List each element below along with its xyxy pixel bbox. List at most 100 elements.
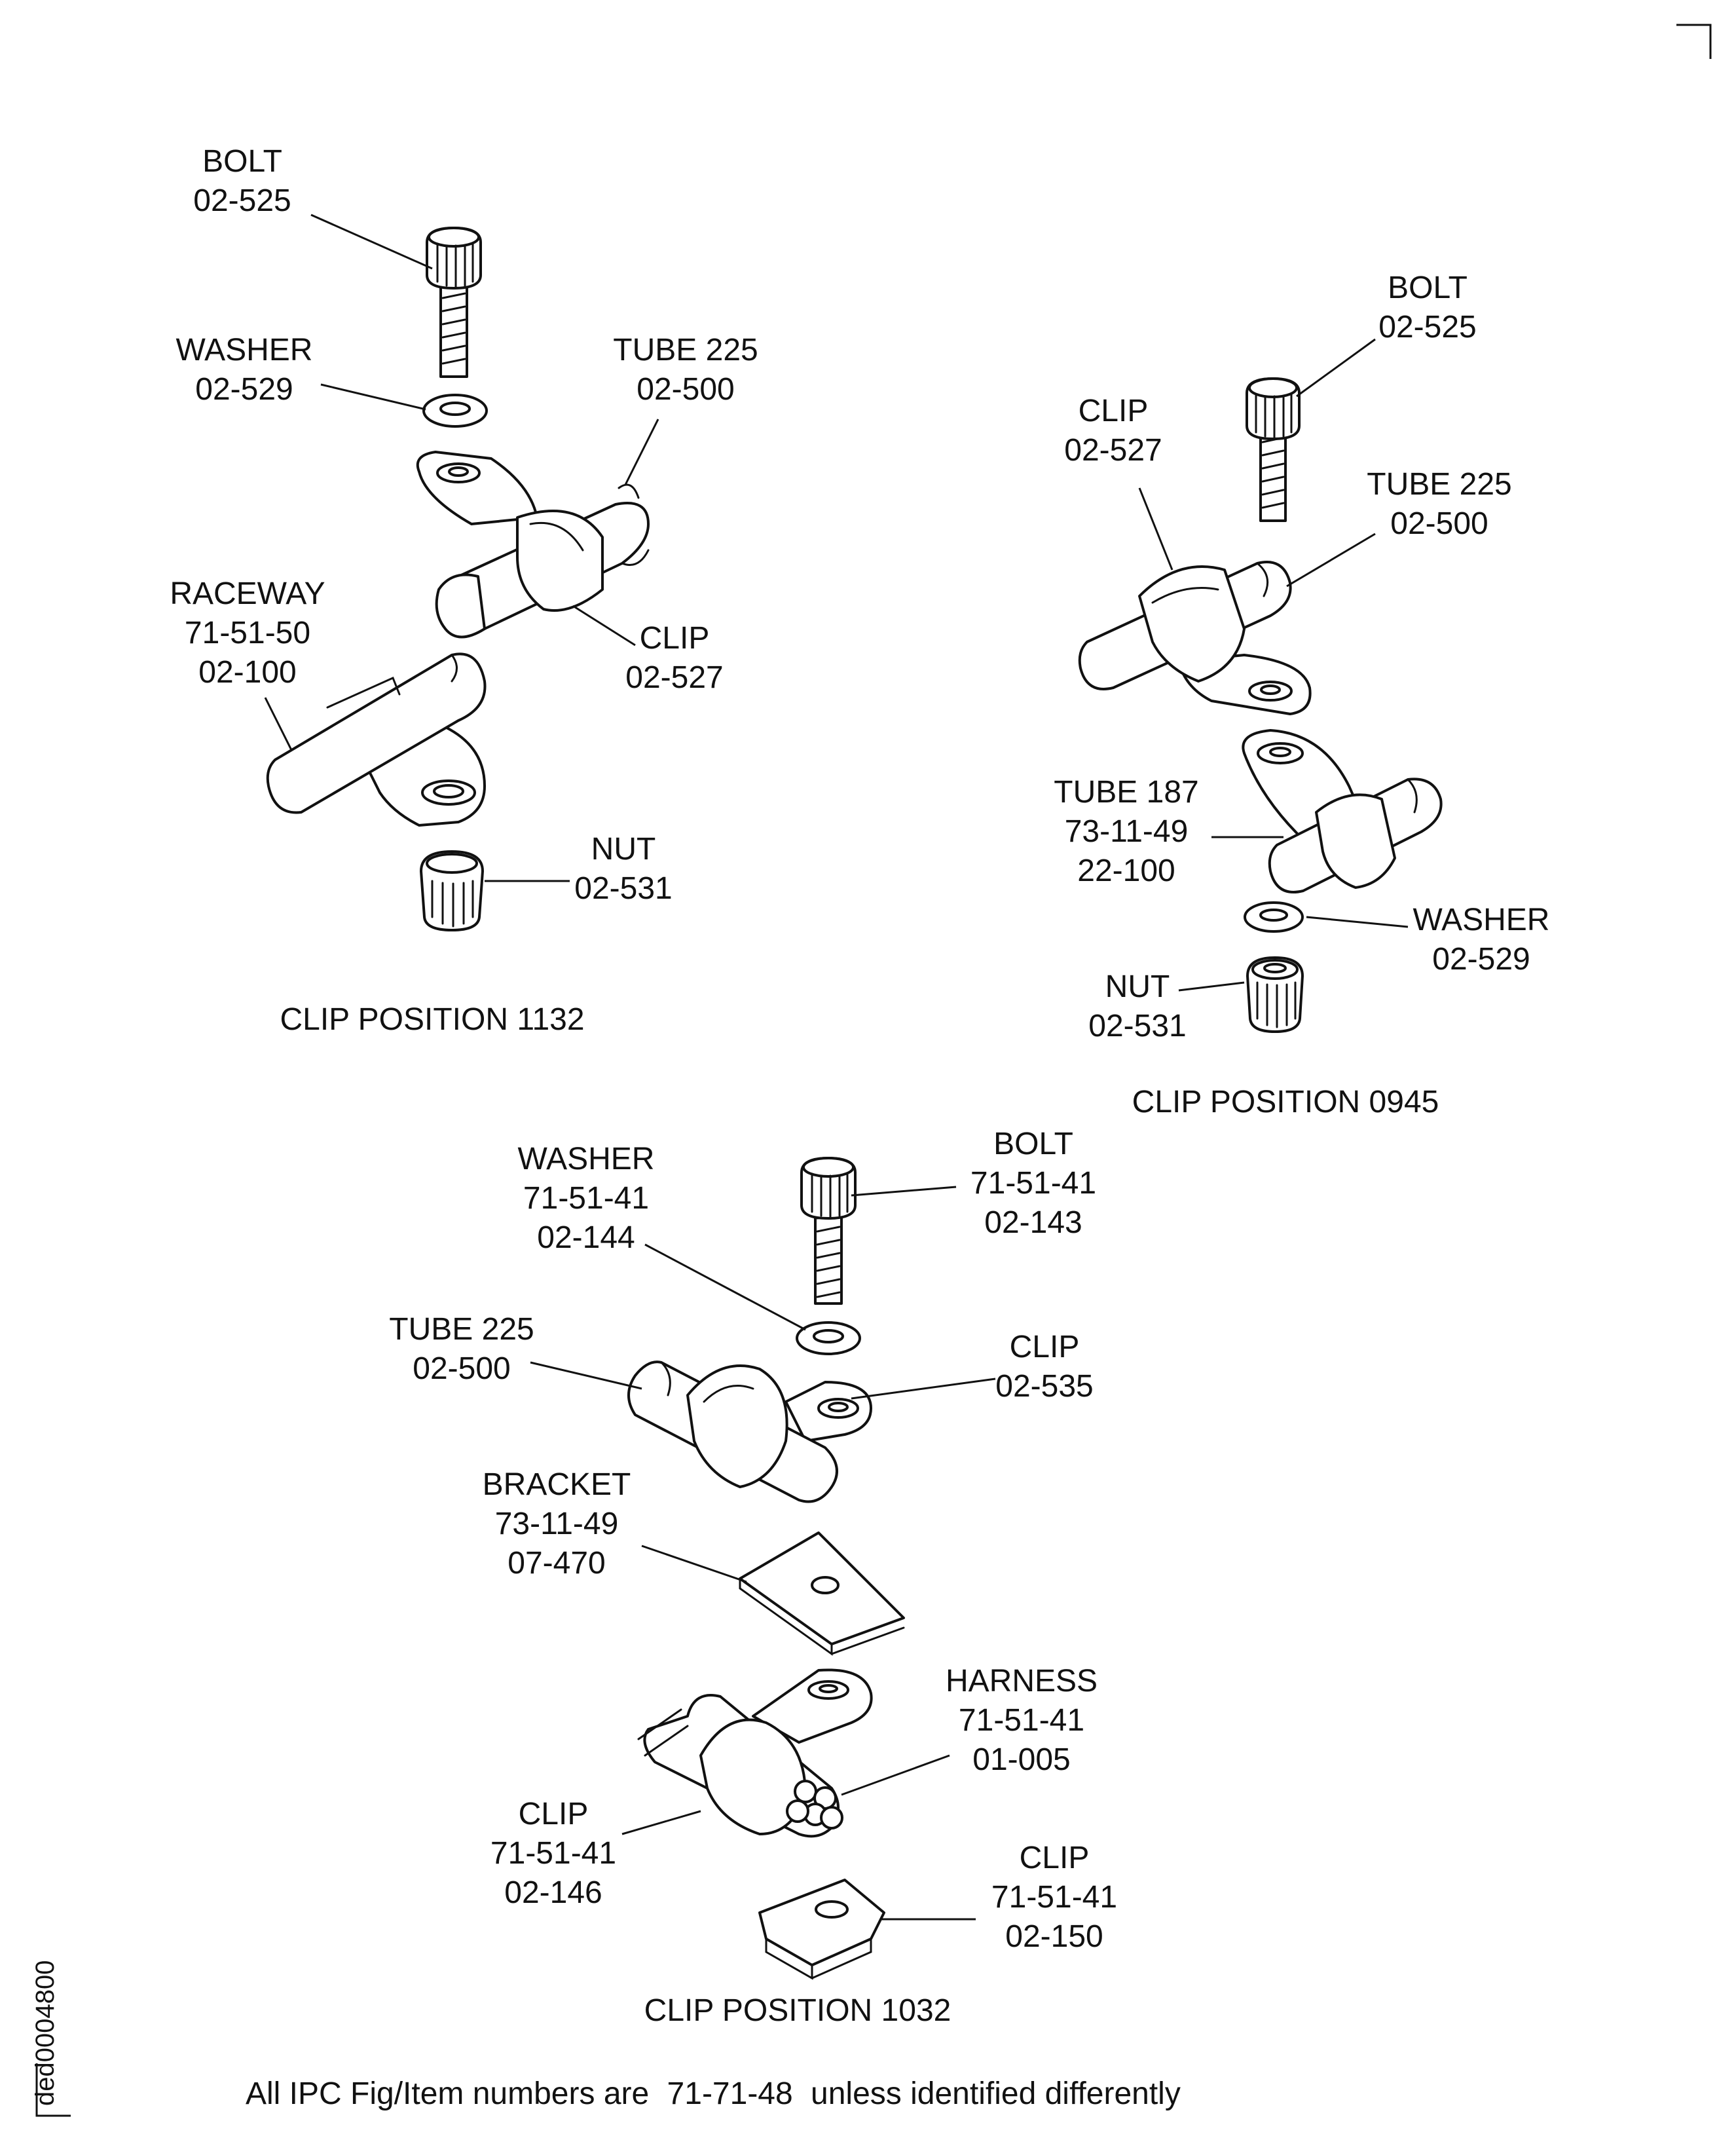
callout-tube225-1032: TUBE 225 02-500 bbox=[389, 1312, 534, 1386]
callout-name: NUT bbox=[591, 832, 656, 867]
callout-tube225-0945: TUBE 225 02-500 bbox=[1367, 467, 1511, 541]
callout-ref: 22-100 bbox=[1077, 853, 1175, 888]
footnote-after: unless identified differently bbox=[811, 2076, 1181, 2111]
raceway-part-1132 bbox=[266, 652, 487, 827]
washer-part-1132 bbox=[422, 394, 488, 428]
callout-name: BOLT bbox=[202, 144, 282, 179]
footnote: All IPC Fig/Item numbers are 71-71-48 un… bbox=[246, 2076, 1181, 2111]
clip-and-tube-part-1032 bbox=[627, 1360, 872, 1503]
clip-position-0945-assembly: BOLT 02-525 CLIP 02-527 TUBE 225 02-500 … bbox=[1054, 271, 1549, 1119]
callout-ref: 71-51-41 bbox=[490, 1836, 616, 1871]
callout-ref: 02-529 bbox=[195, 372, 293, 407]
callout-clip-0945: CLIP 02-527 bbox=[1064, 394, 1162, 468]
page-corner-marks bbox=[35, 24, 1712, 2117]
callout-nut-0945: NUT 02-531 bbox=[1088, 969, 1186, 1043]
leader-lines-1132 bbox=[264, 214, 659, 882]
callout-ref: 07-470 bbox=[508, 1546, 605, 1581]
callout-clip146-1032: CLIP 71-51-41 02-146 bbox=[490, 1797, 616, 1910]
washer-part-0945 bbox=[1244, 901, 1304, 933]
callout-name: CLIP bbox=[1010, 1330, 1080, 1364]
bracket-part-1032 bbox=[739, 1531, 905, 1656]
callout-name: TUBE 225 bbox=[613, 333, 758, 367]
callout-raceway-1132: RACEWAY 71-51-50 02-100 bbox=[170, 576, 325, 690]
callout-name: TUBE 225 bbox=[389, 1312, 534, 1347]
callout-name: BOLT bbox=[1388, 271, 1468, 305]
callout-ref: 01-005 bbox=[972, 1742, 1070, 1777]
clip-and-harness-part-1032 bbox=[637, 1668, 873, 1838]
callout-ref: 02-531 bbox=[1088, 1009, 1186, 1043]
callout-name: WASHER bbox=[176, 333, 313, 367]
callout-washer-1032: WASHER 71-51-41 02-144 bbox=[518, 1142, 655, 1255]
harness-wire-ends bbox=[786, 1780, 843, 1829]
callout-ref: 02-535 bbox=[995, 1369, 1093, 1404]
callout-ref: 73-11-49 bbox=[495, 1507, 619, 1541]
drawing-id: ded0004800 bbox=[31, 1960, 60, 2106]
callout-ref: 02-525 bbox=[193, 183, 291, 218]
callout-washer-0945: WASHER 02-529 bbox=[1413, 903, 1550, 977]
footnote-before: All IPC Fig/Item numbers are bbox=[246, 2076, 649, 2111]
leader-lines-1032 bbox=[530, 1186, 996, 1921]
callout-ref: 02-143 bbox=[984, 1205, 1082, 1240]
bolt-part-0945 bbox=[1246, 377, 1301, 522]
callout-name: NUT bbox=[1105, 969, 1170, 1004]
callout-ref: 02-100 bbox=[198, 655, 296, 690]
callout-tube225-1132: TUBE 225 02-500 bbox=[613, 333, 758, 407]
clip-150-part-1032 bbox=[758, 1879, 885, 1980]
footnote-ref: 71-71-48 bbox=[667, 2076, 793, 2111]
callout-ref: 71-51-41 bbox=[970, 1166, 1096, 1201]
clip-position-1032-assembly: WASHER 71-51-41 02-144 BOLT 71-51-41 02-… bbox=[389, 1127, 1117, 2028]
callout-name: CLIP bbox=[519, 1797, 589, 1831]
nut-part-1132 bbox=[420, 850, 484, 931]
callout-tube187-0945: TUBE 187 73-11-49 22-100 bbox=[1054, 775, 1198, 888]
clip-and-tube-part-0945 bbox=[1078, 561, 1312, 715]
callout-name: RACEWAY bbox=[170, 576, 325, 611]
callout-name: TUBE 187 bbox=[1054, 775, 1198, 810]
callout-ref: 02-146 bbox=[504, 1875, 602, 1910]
callout-name: BOLT bbox=[993, 1127, 1073, 1161]
callout-ref: 02-500 bbox=[637, 372, 734, 407]
callout-washer-1132: WASHER 02-529 bbox=[176, 333, 313, 407]
callout-ref: 02-527 bbox=[625, 660, 723, 695]
callout-clip535-1032: CLIP 02-535 bbox=[995, 1330, 1093, 1404]
callout-ref: 02-500 bbox=[1390, 506, 1488, 541]
bolt-part-1032 bbox=[800, 1157, 857, 1305]
callout-name: CLIP bbox=[1020, 1841, 1090, 1875]
callout-ref: 71-51-41 bbox=[991, 1880, 1117, 1915]
bolt-part-1132 bbox=[426, 227, 482, 378]
callout-ref: 02-144 bbox=[537, 1220, 635, 1255]
callout-name: WASHER bbox=[1413, 903, 1550, 937]
callout-ref: 73-11-49 bbox=[1065, 814, 1189, 849]
callout-bolt-1132: BOLT 02-525 bbox=[193, 144, 291, 218]
callout-harness-1032: HARNESS 71-51-41 01-005 bbox=[946, 1664, 1098, 1777]
clip-and-tube187-part-0945 bbox=[1242, 729, 1443, 893]
callout-ref: 71-51-41 bbox=[959, 1703, 1084, 1738]
clip-position-1132-assembly: BOLT 02-525 WASHER 02-529 TUBE 225 02-50… bbox=[170, 144, 758, 1037]
callout-bracket-1032: BRACKET 73-11-49 07-470 bbox=[483, 1467, 631, 1581]
callout-ref: 02-500 bbox=[413, 1351, 510, 1386]
callout-name: HARNESS bbox=[946, 1664, 1098, 1698]
callout-name: CLIP bbox=[640, 621, 710, 656]
callout-ref: 02-529 bbox=[1432, 942, 1530, 977]
callout-ref: 02-531 bbox=[574, 871, 672, 906]
washer-part-1032 bbox=[796, 1321, 861, 1355]
callout-name: CLIP bbox=[1079, 394, 1149, 428]
callout-ref: 02-150 bbox=[1005, 1919, 1103, 1954]
callout-ref: 71-51-50 bbox=[185, 616, 310, 650]
callout-clip-1132: CLIP 02-527 bbox=[625, 621, 723, 695]
callout-nut-1132: NUT 02-531 bbox=[574, 832, 672, 906]
callout-name: TUBE 225 bbox=[1367, 467, 1511, 502]
callout-bolt-1032: BOLT 71-51-41 02-143 bbox=[970, 1127, 1096, 1240]
clip-and-tube-part-1132 bbox=[416, 451, 650, 639]
caption-clip-position-1132: CLIP POSITION 1132 bbox=[280, 1002, 584, 1037]
callout-bolt-0945: BOLT 02-525 bbox=[1378, 271, 1476, 345]
callout-clip150-1032: CLIP 71-51-41 02-150 bbox=[991, 1841, 1117, 1954]
callout-name: WASHER bbox=[518, 1142, 655, 1176]
callout-ref: 02-525 bbox=[1378, 310, 1476, 345]
callout-name: BRACKET bbox=[483, 1467, 631, 1502]
callout-ref: 71-51-41 bbox=[523, 1181, 649, 1216]
caption-clip-position-1032: CLIP POSITION 1032 bbox=[644, 1993, 951, 2028]
nut-part-0945 bbox=[1246, 956, 1304, 1033]
caption-clip-position-0945: CLIP POSITION 0945 bbox=[1132, 1085, 1439, 1119]
